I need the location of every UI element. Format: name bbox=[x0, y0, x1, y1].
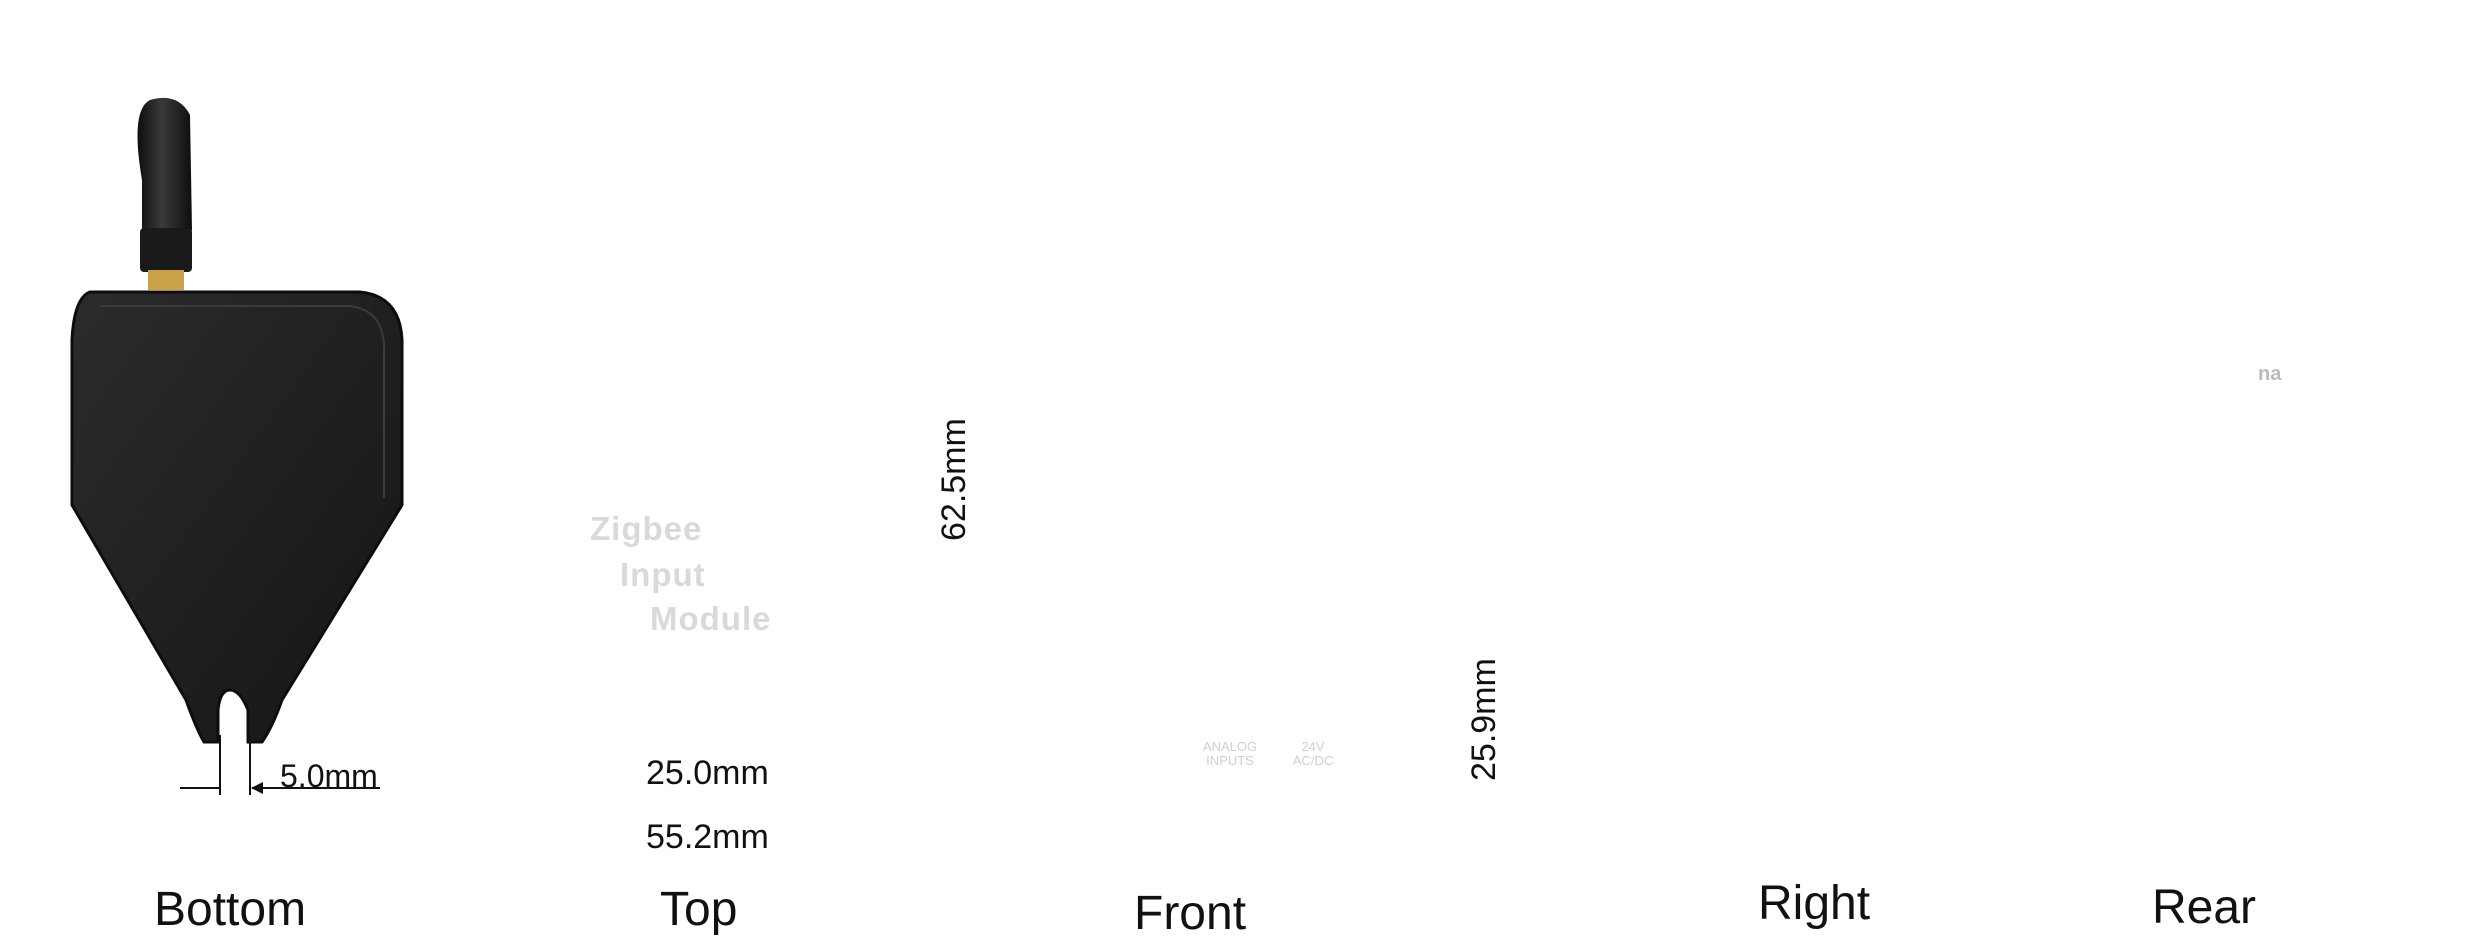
dim-slot-width: 5.0mm bbox=[280, 758, 378, 794]
view-label-front: Front bbox=[1134, 887, 1247, 940]
terminal-label-power-line2: AC/DC bbox=[1292, 752, 1334, 768]
terminal-label-analog-line1: ANALOG bbox=[1202, 739, 1258, 754]
device-body bbox=[70, 290, 404, 744]
slot-dimension bbox=[180, 735, 380, 795]
view-label-right: Right bbox=[1758, 877, 1871, 930]
dim-body-depth: 25.9mm bbox=[1465, 658, 1503, 781]
dim-body-width: 55.2mm bbox=[646, 818, 769, 856]
device-label-line3: Module bbox=[650, 600, 772, 637]
device-label-line2: Input bbox=[620, 556, 706, 593]
bottom-view bbox=[70, 97, 404, 795]
terminal-label-power-line1: 24V bbox=[1301, 739, 1325, 754]
terminal-label-power: 24V AC/DC bbox=[1288, 740, 1338, 767]
dim-body-height: 62.5mm bbox=[935, 418, 973, 541]
terminal-label-analog-line2: INPUTS bbox=[1206, 752, 1254, 768]
rear-marking: na bbox=[2258, 363, 2282, 385]
dim-terminal-width: 25.0mm bbox=[646, 754, 769, 792]
view-label-top: Top bbox=[660, 883, 738, 936]
terminal-label-analog: ANALOG INPUTS bbox=[1190, 740, 1270, 767]
view-label-bottom: Bottom bbox=[154, 883, 307, 936]
device-label-line1: Zigbee bbox=[590, 510, 703, 547]
view-label-rear: Rear bbox=[2152, 881, 2257, 934]
antenna bbox=[137, 97, 192, 290]
